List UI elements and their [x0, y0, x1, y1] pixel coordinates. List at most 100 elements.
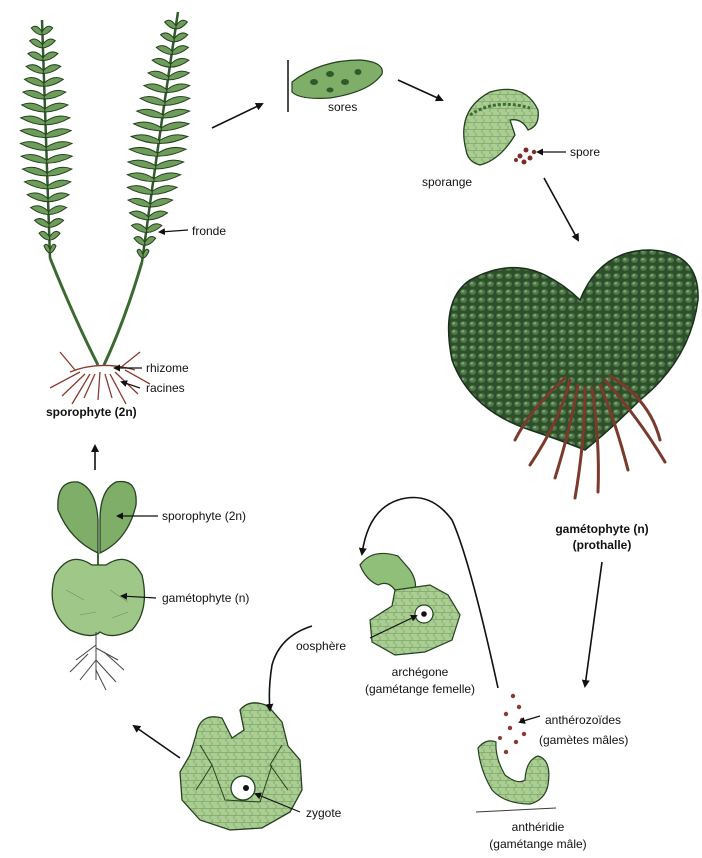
frond-right [127, 12, 190, 262]
frond-left-pinna-left [21, 154, 47, 163]
frond-right-pinna-right [154, 173, 181, 182]
frond-left-pinna-right [47, 154, 73, 163]
frond-right-pinna-left [128, 160, 156, 169]
frond-right-pinna-right [149, 211, 168, 220]
frond-right-pinna-right [156, 160, 184, 169]
frond-left-pinna-left [34, 219, 49, 228]
frond-right-pinna-left [134, 122, 162, 131]
label-sporange: sporange [422, 175, 472, 189]
frond-right-pinna-left [165, 20, 176, 29]
frond-right-pinna-right [147, 224, 162, 233]
rhizome-roots [50, 352, 150, 404]
frond-left-pinna-right [44, 78, 63, 87]
label-rhizome: rhizome [146, 361, 189, 375]
frond-right-pinna-right [158, 147, 186, 156]
frond-left-pinna-right [43, 52, 58, 61]
arrow-spore-to-prothallus [544, 178, 578, 240]
frond-left-pinna-right [48, 193, 69, 202]
frond-right-pinna-left [152, 58, 170, 67]
frond-right-pinna-left [161, 33, 175, 42]
frond-left-pinna-left [24, 78, 43, 87]
frond-left-pinna-left [23, 90, 44, 99]
frond-left [20, 20, 72, 258]
frond-left-pinna-right [48, 180, 71, 189]
antheridium [476, 741, 556, 812]
frond-right-pinna-right [171, 58, 189, 67]
label-antheridie: anthéridie [478, 820, 598, 834]
frond-right-pinna-right [165, 97, 190, 106]
label-gametange-male: (gamétange mâle) [478, 837, 598, 851]
spores [514, 148, 536, 165]
frond-left-pinna-right [47, 167, 72, 176]
label-gametophyte-young: gamétophyte (n) [162, 591, 249, 605]
label-gametophyte-n: gamétophyte (n) [548, 522, 656, 536]
label-sores: sores [328, 100, 357, 114]
frond-left-pinna-right [45, 116, 70, 125]
label-spore: spore [570, 145, 600, 159]
label-archegone: archégone [362, 665, 478, 679]
frond-left-pinna-right [46, 129, 71, 138]
young-gametophyte [52, 559, 144, 690]
frond-right-pinna-left [127, 173, 154, 182]
frond-left-pinna-left [22, 103, 45, 112]
label-gametange-femelle: (gamétange femelle) [362, 682, 478, 696]
frond-left-pinna-left [21, 116, 46, 125]
arrow-zygote-to-young-sporophyte [134, 726, 180, 758]
label-pointers [115, 152, 566, 812]
young-sporophyte [58, 481, 136, 568]
frond-left-pinna-right [42, 26, 53, 35]
frond-right-pinna-right [160, 135, 188, 144]
frond-right-pinna-left [128, 198, 150, 207]
frond-right-pinna-right [152, 186, 177, 195]
frond-right-pinna-left [140, 97, 165, 106]
frond-right-pinna-left [156, 46, 172, 55]
label-zygote: zygote [306, 806, 341, 820]
frond-right-pinna-right [163, 109, 189, 118]
frond-left-pinna-left [28, 52, 43, 61]
frond-right-pinna-left [127, 186, 152, 195]
frond-left-pinna-left [20, 129, 45, 138]
sporangium [464, 89, 539, 165]
prothallus-gametophyte [449, 250, 699, 498]
frond-right-pinna-right [161, 122, 189, 131]
label-fronde: fronde [192, 224, 226, 238]
frond-left-pinna-left [26, 65, 43, 74]
frond-right-pinna-left [131, 224, 146, 233]
frond-left-pinna-right [44, 90, 65, 99]
frond-left-pinna-left [27, 193, 48, 202]
frond-right-pinna-left [137, 109, 163, 118]
frond-left-pinna-right [50, 231, 61, 240]
frond-left-pinna-right [42, 39, 55, 48]
label-racines: racines [146, 381, 185, 395]
label-sporophyte-main: sporophyte (2n) [46, 405, 137, 419]
arrow-prothallus-to-antheridium [585, 562, 602, 686]
frond-left-pinna-right [49, 219, 64, 228]
frond-left-pinna-right [45, 103, 68, 112]
archegonium [360, 553, 460, 655]
frond-right-pinna-right [169, 71, 190, 80]
frond-left-pinna-right [43, 65, 60, 74]
frond-right-pinna-right [167, 84, 190, 93]
fern-sporophyte [20, 12, 190, 404]
label-gametes-males: (gamètes mâles) [539, 733, 628, 747]
frond-right-pinna-right [150, 198, 172, 207]
label-prothalle: (prothalle) [548, 538, 656, 552]
frond-right-pinna-left [129, 147, 157, 156]
label-sporophyte-young: sporophyte (2n) [162, 509, 246, 523]
antherozoids [498, 694, 526, 754]
frond-left-pinna-left [30, 39, 43, 48]
frond-left-pinna-left [31, 206, 49, 215]
frond-right-pinna-left [131, 135, 159, 144]
frond-left-pinna-left [22, 167, 47, 176]
frond-right-pinna-left [148, 71, 169, 80]
frond-right-pinna-left [144, 84, 167, 93]
frond-left-pinna-left [31, 26, 42, 35]
frond-left-pinna-left [24, 180, 47, 189]
zygote-structure [180, 703, 302, 830]
frond-left-pinna-left [20, 142, 46, 151]
frond-left-pinna-right [50, 244, 56, 253]
frond-right-pinna-left [129, 211, 148, 220]
frond-right-pinna-left [137, 249, 143, 258]
label-antherozoides: anthérozoïdes [545, 713, 621, 727]
